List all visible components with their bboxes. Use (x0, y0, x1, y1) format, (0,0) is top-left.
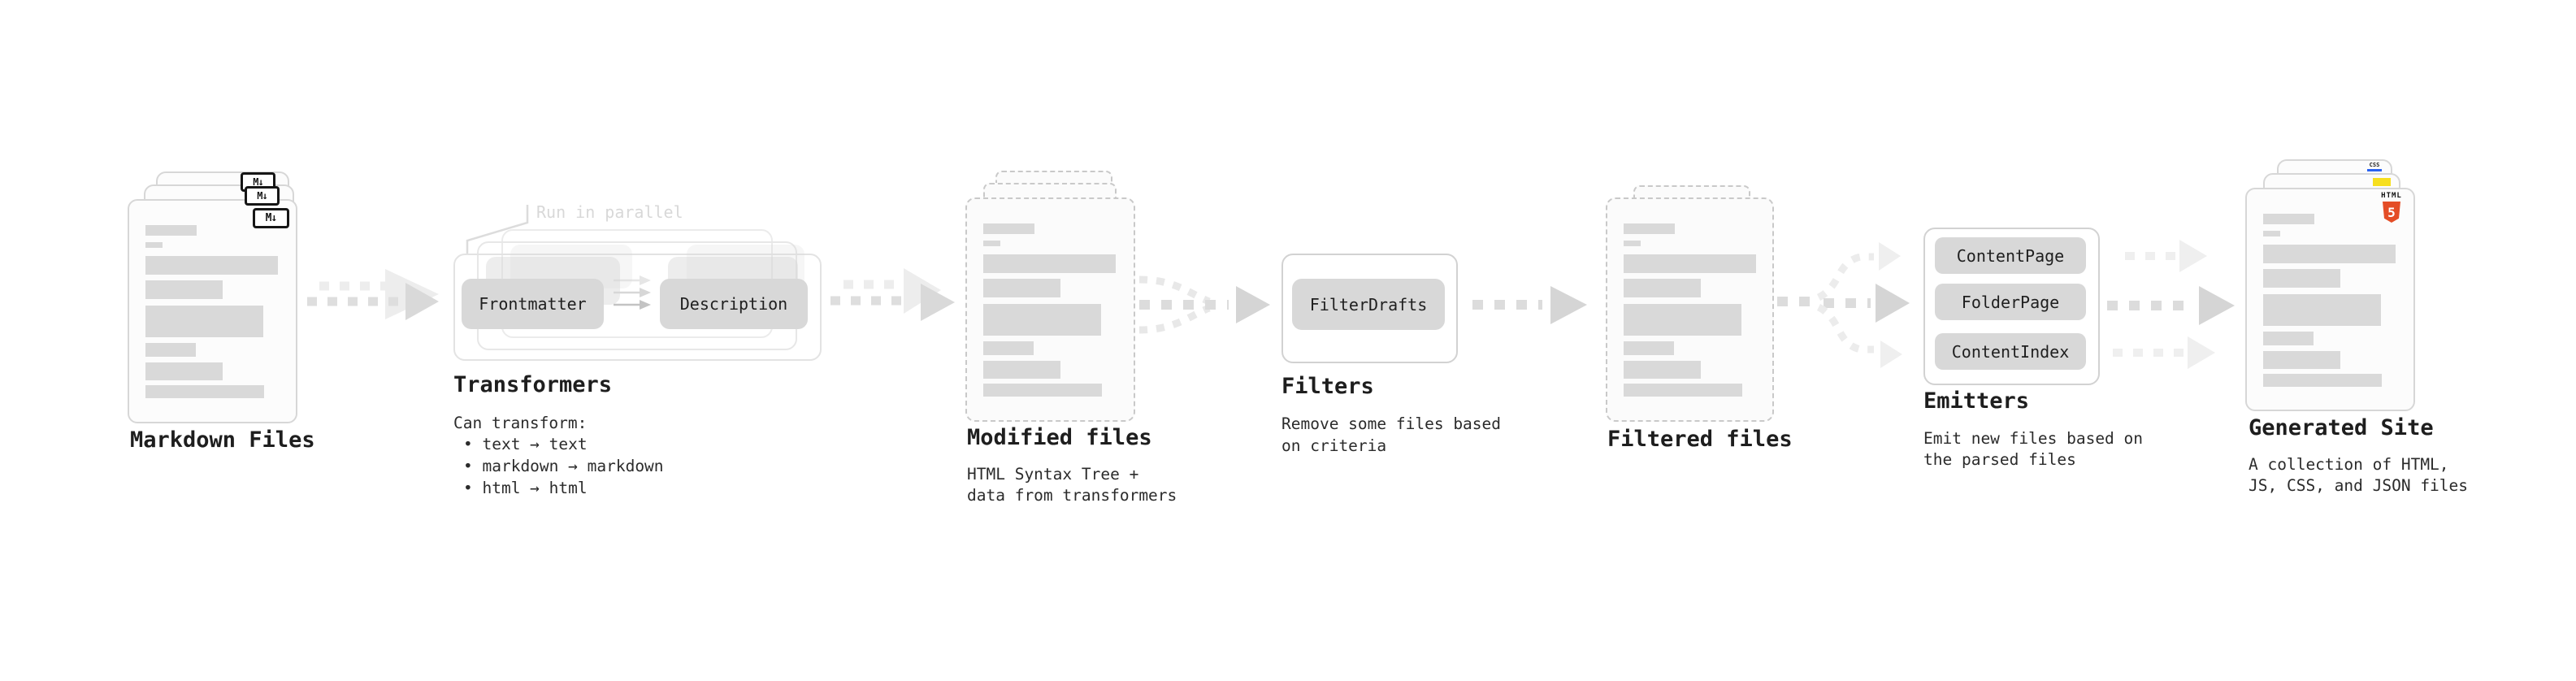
skeleton-text-bar (983, 241, 1000, 246)
skeleton-text-bar (1624, 254, 1756, 273)
arrow-filters-to-filtered (1472, 286, 1587, 324)
emitters-label: Emitters (1923, 388, 2030, 414)
folderpage-pill: FolderPage (1935, 284, 2086, 320)
modified-file-card-front (965, 197, 1135, 422)
arrow-markdown-to-transformers (307, 269, 439, 320)
skeleton-text-bar (1624, 304, 1741, 336)
filters-label: Filters (1281, 374, 1374, 399)
transformers-bullet: • markdown → markdown (463, 457, 664, 475)
filtered-file-card-front (1606, 197, 1774, 422)
skeleton-text-bar (983, 304, 1101, 336)
skeleton-text-bar (2263, 269, 2340, 288)
skeleton-text-bar (1624, 384, 1742, 397)
skeleton-text-bar (145, 343, 196, 357)
skeleton-text-bar (1624, 361, 1701, 379)
generated-site-label: Generated Site (2249, 415, 2434, 440)
document-skeleton-lines (1624, 223, 1756, 397)
skeleton-text-bar (145, 256, 278, 275)
css-icon: CSS (2366, 163, 2383, 171)
generated-site-sublabel: JS, CSS, and JSON files (2249, 476, 2469, 495)
filtered-files-label: Filtered files (1607, 427, 1793, 452)
annotation-leader-line (466, 205, 529, 254)
html5-icon: HTML 5 (2380, 193, 2403, 223)
skeleton-text-bar (1624, 279, 1701, 297)
skeleton-text-bar (2263, 374, 2382, 387)
frontmatter-pill: Frontmatter (462, 279, 604, 329)
skeleton-text-bar (2263, 231, 2280, 236)
skeleton-text-bar (1624, 341, 1674, 355)
skeleton-text-bar (145, 242, 163, 248)
skeleton-text-bar (2263, 294, 2381, 326)
markdown-icon: M↓ (245, 186, 280, 206)
transformers-label: Transformers (453, 372, 613, 397)
emitters-sublabel: Emit new files based on (1923, 429, 2144, 448)
markdown-icon: M↓ (253, 208, 289, 228)
html5-icon-shield: 5 (2383, 202, 2400, 223)
arrow-emitters-to-generated (2107, 240, 2235, 369)
arrow-fan-out-filtered-to-emitters (1777, 242, 1910, 368)
filterdrafts-pill: FilterDrafts (1292, 279, 1445, 330)
css-icon-label: CSS (2369, 162, 2380, 168)
markdown-files-label: Markdown Files (130, 427, 315, 453)
skeleton-text-bar (1624, 241, 1641, 246)
html5-icon-word: HTML (2381, 192, 2402, 200)
skeleton-text-bar (2263, 332, 2314, 345)
transformers-bullet: • html → html (463, 479, 588, 497)
document-skeleton-lines (2263, 214, 2396, 387)
description-pill: Description (660, 279, 808, 329)
skeleton-text-bar (1624, 223, 1675, 234)
modified-files-sublabel: HTML Syntax Tree + (967, 465, 1139, 484)
run-in-parallel-annotation: Run in parallel (536, 202, 683, 222)
skeleton-text-bar (983, 384, 1102, 397)
modified-files-label: Modified files (967, 425, 1152, 450)
skeleton-text-bar (2263, 245, 2396, 263)
skeleton-text-bar (145, 280, 223, 299)
skeleton-text-bar (145, 306, 263, 337)
css-icon-underline (2367, 169, 2382, 171)
transformers-intro: Can transform: (453, 414, 588, 432)
transformers-bullet: • text → text (463, 435, 588, 453)
skeleton-text-bar (145, 225, 197, 236)
javascript-icon (2373, 178, 2391, 186)
skeleton-text-bar (983, 361, 1060, 379)
transformer-box-front (453, 254, 822, 361)
generated-file-card-front (2245, 188, 2415, 411)
filters-sublabel: on criteria (1281, 436, 1387, 455)
skeleton-text-bar (983, 279, 1060, 297)
skeleton-text-bar (2263, 351, 2340, 369)
parallel-transform-arrows-icon (614, 275, 651, 310)
filters-sublabel: Remove some files based (1281, 414, 1502, 433)
document-skeleton-lines (983, 223, 1116, 397)
markdown-file-card-front (128, 199, 297, 423)
arrow-fan-in-modified-to-filters (1138, 275, 1270, 334)
contentindex-pill: ContentIndex (1935, 333, 2086, 370)
document-skeleton-lines (145, 225, 278, 398)
skeleton-text-bar (983, 254, 1116, 273)
skeleton-text-bar (145, 362, 223, 380)
arrow-transformers-to-modified (830, 268, 955, 321)
skeleton-text-bar (983, 223, 1034, 234)
contentpage-pill: ContentPage (1935, 237, 2086, 274)
generated-site-sublabel: A collection of HTML, (2249, 455, 2449, 474)
modified-files-sublabel: data from transformers (967, 486, 1177, 505)
skeleton-text-bar (983, 341, 1034, 355)
emitters-sublabel: the parsed files (1923, 450, 2076, 469)
html5-icon-number: 5 (2387, 204, 2396, 220)
skeleton-text-bar (145, 385, 264, 398)
skeleton-text-bar (2263, 214, 2314, 224)
